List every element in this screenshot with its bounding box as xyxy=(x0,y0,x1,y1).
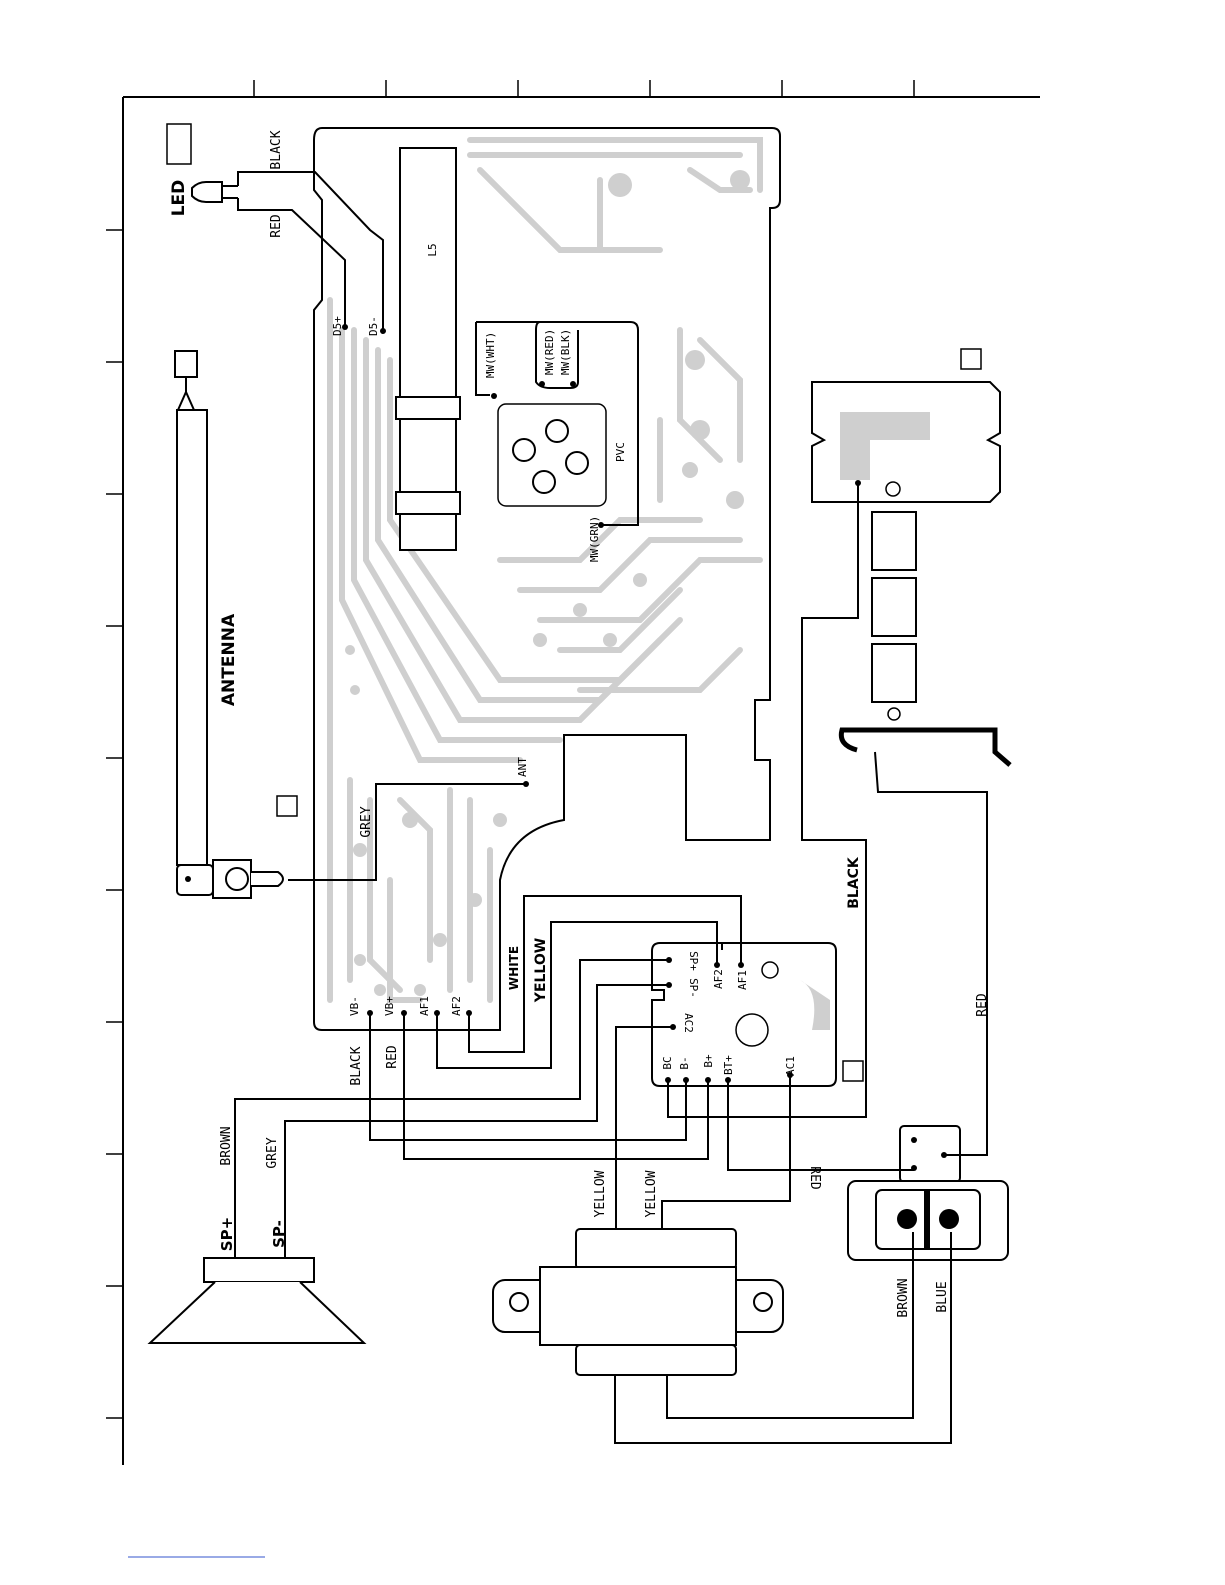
pcb-traces xyxy=(330,140,760,1000)
wire-label-yellow: YELLOW xyxy=(533,938,549,1003)
pb-pin-b-minus: B- xyxy=(678,1056,691,1069)
pb-pin-sp-plus: SP+ xyxy=(687,951,700,971)
wire-label-battery-black: BLACK xyxy=(846,856,862,909)
pin-vb-minus: VB- xyxy=(348,996,361,1016)
pin-mw-blk: MW(BLK) xyxy=(559,329,572,375)
vb-wiring: BLACK RED xyxy=(349,1013,708,1159)
wire-label-vb-red: RED xyxy=(385,1045,400,1069)
wire-label-transformer-yellow-1: YELLOW xyxy=(593,1170,608,1217)
wire-label-bt-red: RED xyxy=(807,1166,822,1190)
wire-label-white: WHITE xyxy=(507,946,521,990)
pb-pin-bt-plus: BT+ xyxy=(722,1055,735,1075)
led-label: LED xyxy=(169,180,189,217)
battery-compartment: BLACK xyxy=(668,382,1010,1117)
pin-mw-red: MW(RED) xyxy=(543,329,556,375)
pin-mw-wht: MW(WHT) xyxy=(484,332,497,378)
pb-pin-af1: AF1 xyxy=(736,970,749,990)
led-component: LED BLACK RED xyxy=(169,130,383,331)
wire-label-ac-brown: BROWN xyxy=(896,1278,911,1317)
reference-box-2 xyxy=(961,349,981,369)
pb-pin-ac2: AC2 xyxy=(682,1013,695,1033)
pb-pin-bc: BC xyxy=(661,1056,674,1069)
antenna-label: ANTENNA xyxy=(219,613,239,706)
pb-pin-sp-minus: SP- xyxy=(687,978,700,998)
pin-af2: AF2 xyxy=(450,996,463,1016)
pb-pin-b-plus: B+ xyxy=(702,1054,715,1068)
transformer-component: YELLOW YELLOW xyxy=(493,1027,790,1375)
wire-label-transformer-yellow-2: YELLOW xyxy=(644,1170,659,1217)
pin-d5-plus: D5+ xyxy=(331,316,344,336)
wire-label-switch-red: RED xyxy=(975,993,990,1017)
pb-pin-af2: AF2 xyxy=(712,969,725,989)
speaker-plus-label: SP+ xyxy=(218,1217,236,1251)
reference-box-3 xyxy=(277,796,297,816)
pin-af1: AF1 xyxy=(418,996,431,1016)
wire-label-speaker-brown: BROWN xyxy=(219,1126,234,1165)
wire-label-speaker-grey: GREY xyxy=(265,1137,280,1168)
reference-box-1 xyxy=(167,124,191,164)
wire-label-led-black: BLACK xyxy=(269,130,284,169)
wire-label-led-red: RED xyxy=(269,214,284,238)
pin-ant: ANT xyxy=(516,757,529,777)
wire-label-vb-black: BLACK xyxy=(349,1046,364,1085)
wire-label-antenna-grey: GREY xyxy=(359,806,374,837)
coil-l5: L5 xyxy=(396,148,460,550)
pin-d5-minus: D5- xyxy=(367,316,380,336)
reference-box-4 xyxy=(843,1061,863,1081)
mw-coil-area: PVC xyxy=(476,322,638,525)
power-board: SP+ SP- AF2 AF1 AC2 BC B- B+ BT+ AC1 xyxy=(652,943,836,1086)
pin-vb-plus: VB+ xyxy=(383,996,396,1016)
wire-label-ac-blue: BLUE xyxy=(935,1281,950,1312)
pvc-label: PVC xyxy=(614,442,627,462)
coil-label: L5 xyxy=(426,243,439,256)
